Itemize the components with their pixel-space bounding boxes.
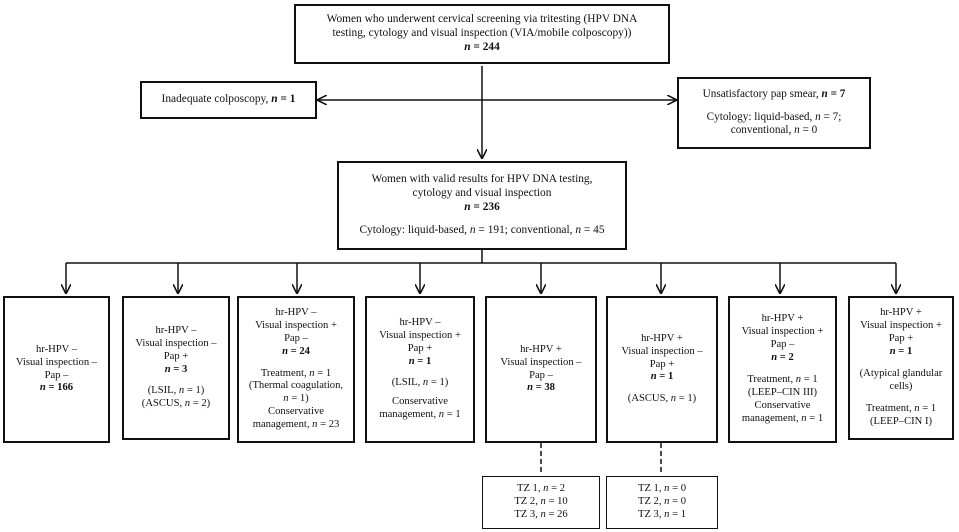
group-7-visual: Visual inspection +	[741, 326, 824, 338]
tz-6-row-3: TZ 3, n = 1	[637, 508, 687, 520]
group-box-5: hr-HPV + Visual inspection – Pap – n = 3…	[485, 296, 597, 443]
group-6-count: n = 1	[650, 371, 674, 383]
tz-5-row-2: TZ 2, n = 10	[514, 496, 568, 508]
group-2-hpv: hr-HPV –	[155, 324, 197, 336]
group-2-detail-1: (LSIL, n = 1)	[147, 385, 205, 397]
group-7-conservative: Conservative	[754, 399, 811, 411]
group-3-treatment-type: (Thermal coagulation,	[248, 380, 344, 392]
group-box-1: hr-HPV – Visual inspection – Pap – n = 1…	[3, 296, 110, 443]
group-4-hpv: hr-HPV –	[399, 316, 441, 328]
group-8-finding-1: (Atypical glandular	[859, 368, 943, 379]
group-8-hpv: hr-HPV +	[880, 307, 922, 319]
group-box-7: hr-HPV + Visual inspection + Pap – n = 2…	[728, 296, 837, 443]
exclusion-box-inadequate-colposcopy: Inadequate colposcopy, n = 1	[140, 81, 317, 119]
unsatisfactory-pap-label: Unsatisfactory pap smear,	[702, 88, 822, 101]
group-box-2: hr-HPV – Visual inspection – Pap + n = 3…	[122, 296, 230, 440]
group-1-visual: Visual inspection –	[15, 356, 98, 368]
group-1-hpv: hr-HPV –	[35, 343, 78, 355]
inadequate-colposcopy-count: 1	[289, 93, 296, 106]
unsatisfactory-pap-count: 7	[839, 88, 846, 101]
group-1-count: n = 166	[39, 382, 74, 394]
group-5-count: n = 38	[527, 382, 555, 394]
group-8-treatment: Treatment, n = 1	[865, 402, 937, 414]
group-8-visual: Visual inspection +	[860, 320, 942, 332]
middle-line-2: cytology and visual inspection	[412, 187, 552, 200]
group-8-pap: Pap +	[888, 333, 914, 345]
group-8-count: n = 1	[889, 346, 913, 358]
middle-box-valid-results: Women with valid results for HPV DNA tes…	[337, 161, 627, 250]
top-line-2: testing, cytology and visual inspection …	[332, 27, 632, 40]
top-count: n = 244	[464, 40, 500, 53]
group-4-visual: Visual inspection +	[379, 329, 461, 341]
group-8-finding-2: cells)	[889, 380, 913, 392]
group-6-detail-1: (ASCUS, n = 1)	[627, 393, 697, 405]
group-6-pap: Pap +	[649, 358, 675, 370]
middle-cytology-line: Cytology: liquid-based, n = 191; convent…	[359, 223, 605, 236]
group-3-visual: Visual inspection +	[255, 319, 337, 331]
tz-6-row-1: TZ 1, n = 0	[637, 483, 687, 495]
group-3-pap: Pap –	[284, 332, 308, 344]
group-7-management: management, n = 1	[741, 412, 824, 424]
inadequate-colposcopy-label: Inadequate colposcopy,	[161, 93, 272, 106]
group-4-detail-1: (LSIL, n = 1)	[391, 377, 449, 389]
group-3-count: n = 24	[282, 345, 310, 357]
group-4-management: management, n = 1	[379, 409, 461, 421]
group-2-visual: Visual inspection –	[135, 337, 217, 349]
group-7-treatment-type: (LEEP–CIN III)	[747, 386, 818, 398]
middle-line-1: Women with valid results for HPV DNA tes…	[371, 173, 593, 186]
group-8-treatment-type: (LEEP–CIN I)	[869, 415, 933, 427]
group-2-count: n = 3	[164, 363, 188, 375]
group-5-hpv: hr-HPV +	[520, 343, 562, 355]
group-4-pap: Pap +	[407, 342, 433, 354]
group-3-hpv: hr-HPV –	[275, 306, 317, 318]
top-box-screened: Women who underwent cervical screening v…	[294, 4, 670, 64]
tz-box-group-6: TZ 1, n = 0 TZ 2, n = 0 TZ 3, n = 1	[606, 476, 718, 529]
group-7-count: n = 2	[771, 352, 794, 364]
tz-5-row-3: TZ 3, n = 26	[514, 508, 568, 520]
unsatisfactory-cytology-line: Cytology: liquid-based, n = 7;	[706, 110, 842, 123]
group-7-treatment: Treatment, n = 1	[747, 374, 818, 385]
tz-box-group-5: TZ 1, n = 2 TZ 2, n = 10 TZ 3, n = 26	[482, 476, 600, 529]
group-3-treatment-count: n = 1)	[283, 393, 309, 405]
group-box-3: hr-HPV – Visual inspection + Pap – n = 2…	[237, 296, 355, 443]
group-box-8: hr-HPV + Visual inspection + Pap + n = 1…	[848, 296, 954, 440]
unsatisfactory-conventional-line: conventional, n = 0	[730, 124, 818, 137]
group-3-conservative: Conservative	[268, 406, 324, 418]
tz-5-row-1: TZ 1, n = 2	[516, 483, 566, 495]
group-7-pap: Pap –	[770, 339, 795, 351]
group-6-hpv: hr-HPV +	[641, 332, 683, 344]
group-6-visual: Visual inspection –	[621, 345, 703, 357]
group-5-pap: Pap –	[529, 369, 553, 381]
middle-count: n = 236	[464, 201, 500, 213]
top-line-1: Women who underwent cervical screening v…	[326, 13, 638, 26]
group-4-conservative: Conservative	[392, 396, 448, 408]
group-4-count: n = 1	[408, 355, 432, 367]
group-3-treatment: Treatment, n = 1	[260, 367, 332, 379]
group-box-4: hr-HPV – Visual inspection + Pap + n = 1…	[365, 296, 475, 443]
group-3-management: management, n = 23	[252, 419, 340, 431]
tz-6-row-2: TZ 2, n = 0	[637, 496, 687, 508]
group-7-hpv: hr-HPV +	[761, 313, 804, 325]
group-1-pap: Pap –	[44, 369, 69, 381]
group-2-pap: Pap +	[163, 350, 189, 362]
exclusion-box-unsatisfactory-pap: Unsatisfactory pap smear, n = 7 Cytology…	[677, 77, 871, 149]
group-2-detail-2: (ASCUS, n = 2)	[141, 398, 211, 410]
group-box-6: hr-HPV + Visual inspection – Pap + n = 1…	[606, 296, 718, 443]
group-5-visual: Visual inspection –	[500, 356, 582, 368]
